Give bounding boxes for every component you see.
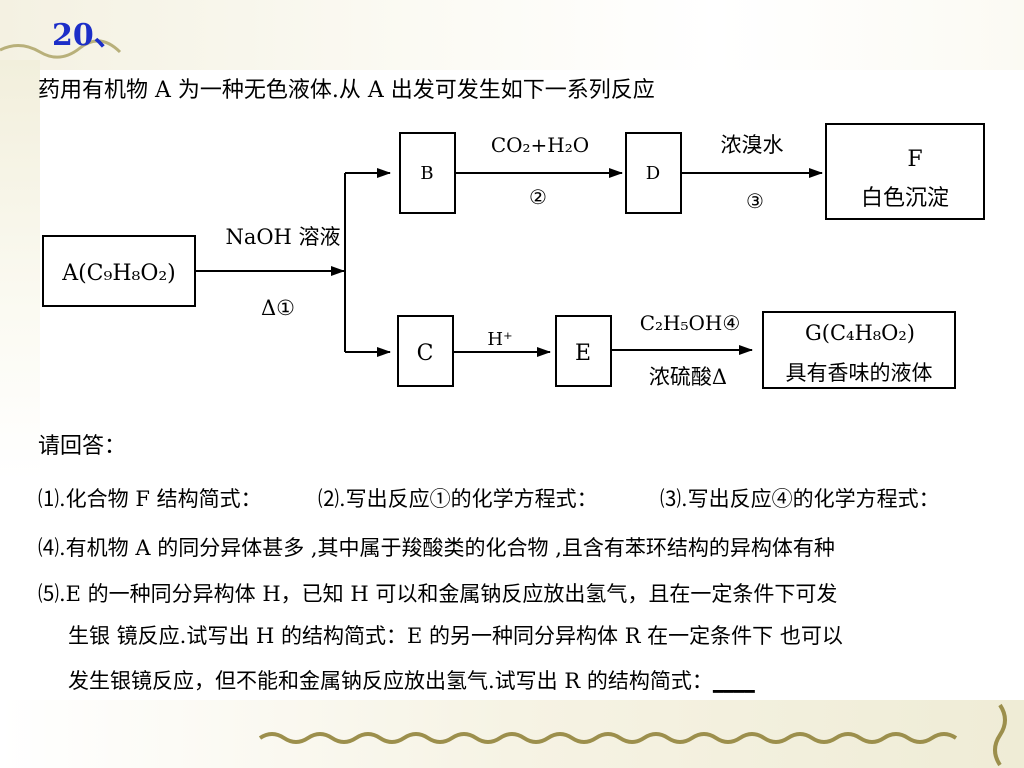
reagent-bromine-water: 浓溴水 <box>721 133 784 157</box>
question-1: ⑴.化合物 F 结构简式： <box>38 487 262 511</box>
question-3: ⑶.写出反应④的化学方程式： <box>660 487 940 511</box>
step-3-label: ③ <box>746 189 764 213</box>
reagent-h-plus: H⁺ <box>487 329 512 350</box>
box-f <box>825 123 985 220</box>
box-g-description: 具有香味的液体 <box>786 361 933 385</box>
box-e-label: E <box>575 341 591 366</box>
question-5-line-3-text: 发生银镜反应，但不能和金属钠反应放出氢气.试写出 R 的结构简式： <box>68 669 713 693</box>
box-g-label: G(C₄H₈O₂) <box>805 321 915 345</box>
box-g <box>762 311 956 389</box>
slide-number: 20、 <box>52 18 124 53</box>
reagent-co2-h2o: CO₂+H₂O <box>491 133 589 157</box>
answer-blank: ____ <box>712 669 755 693</box>
box-c-label: C <box>417 341 434 366</box>
box-b-label: B <box>420 163 433 184</box>
question-4: ⑷.有机物 A 的同分异体甚多 ,其中属于羧酸类的化合物 ,且含有苯环结构的异构… <box>38 536 835 560</box>
question-2: ⑵.写出反应①的化学方程式： <box>318 487 598 511</box>
answer-prompt: 请回答： <box>38 434 127 459</box>
reagent-naoh: NaOH 溶液 <box>225 225 340 249</box>
vine-bottom-right <box>993 703 1007 767</box>
condition-conc-h2so4: 浓硫酸Δ <box>649 365 727 389</box>
question-5-line-2: 生银 镜反应.试写出 H 的结构简式：E 的另一种同分异构体 R 在一定条件下 … <box>68 624 843 648</box>
problem-intro: 药用有机物 A 为一种无色液体.从 A 出发可发生如下一系列反应 <box>38 78 655 103</box>
condition-heat-1: Δ① <box>261 296 295 320</box>
question-5-line-3: 发生银镜反应，但不能和金属钠反应放出氢气.试写出 R 的结构简式：____ <box>68 665 755 695</box>
background-top-band <box>0 0 1024 70</box>
reagent-ethanol: C₂H₅OH④ <box>640 311 741 335</box>
background-left-band <box>0 60 40 480</box>
box-d-label: D <box>646 163 660 184</box>
step-2-label: ② <box>529 185 547 209</box>
question-5-line-1: ⑸.E 的一种同分异构体 H，已知 H 可以和金属钠反应放出氢气，且在一定条件下… <box>38 582 838 606</box>
box-f-description: 白色沉淀 <box>861 186 949 211</box>
box-a-label: A(C₉H₈O₂) <box>61 261 176 286</box>
vine-top-left <box>0 39 122 59</box>
box-b <box>399 132 456 214</box>
box-e <box>555 315 612 387</box>
vine-bottom <box>258 732 958 744</box>
box-f-label: F <box>907 147 922 172</box>
